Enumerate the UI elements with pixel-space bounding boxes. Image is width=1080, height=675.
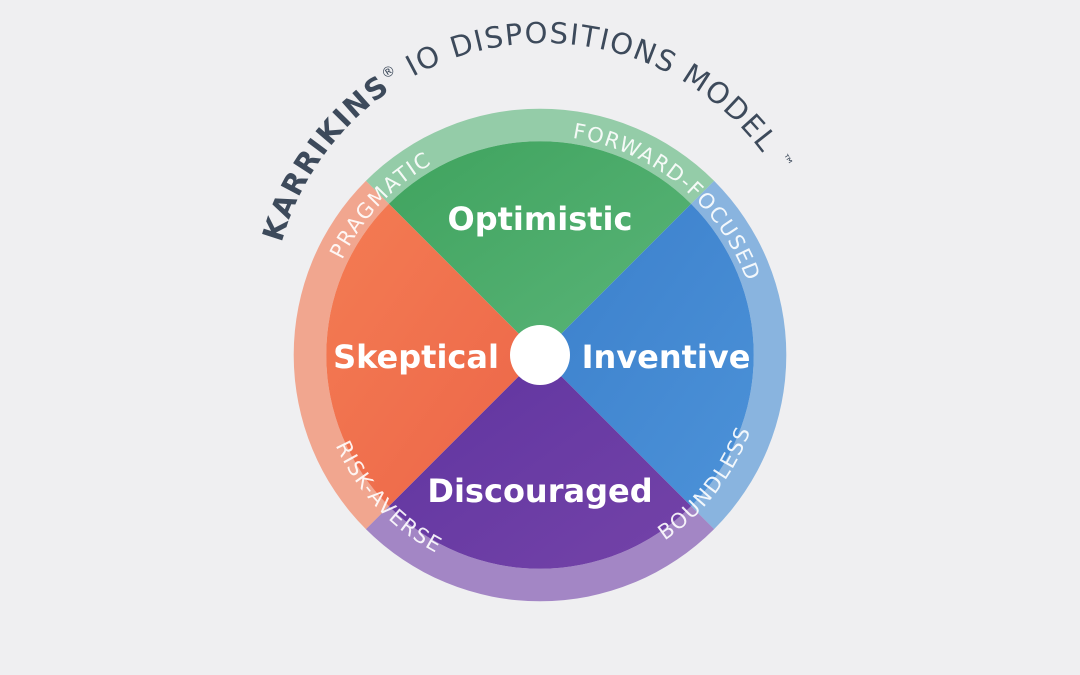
quadrant-label-discouraged: Discouraged <box>427 472 652 510</box>
quadrant-inventive <box>540 203 754 507</box>
ring-segment-right <box>691 180 787 530</box>
quadrant-label-optimistic: Optimistic <box>448 200 633 238</box>
ring-segment-left <box>293 180 389 530</box>
quadrant-optimistic <box>388 141 692 355</box>
ring-segment-top <box>365 108 715 204</box>
quadrant-label-skeptical: Skeptical <box>333 338 499 376</box>
center-hub <box>510 325 570 385</box>
quadrant-label-inventive: Inventive <box>582 338 751 376</box>
ring-segment-bottom <box>365 506 715 602</box>
quadrant-discouraged <box>388 355 692 569</box>
quadrant-skeptical <box>326 203 540 507</box>
